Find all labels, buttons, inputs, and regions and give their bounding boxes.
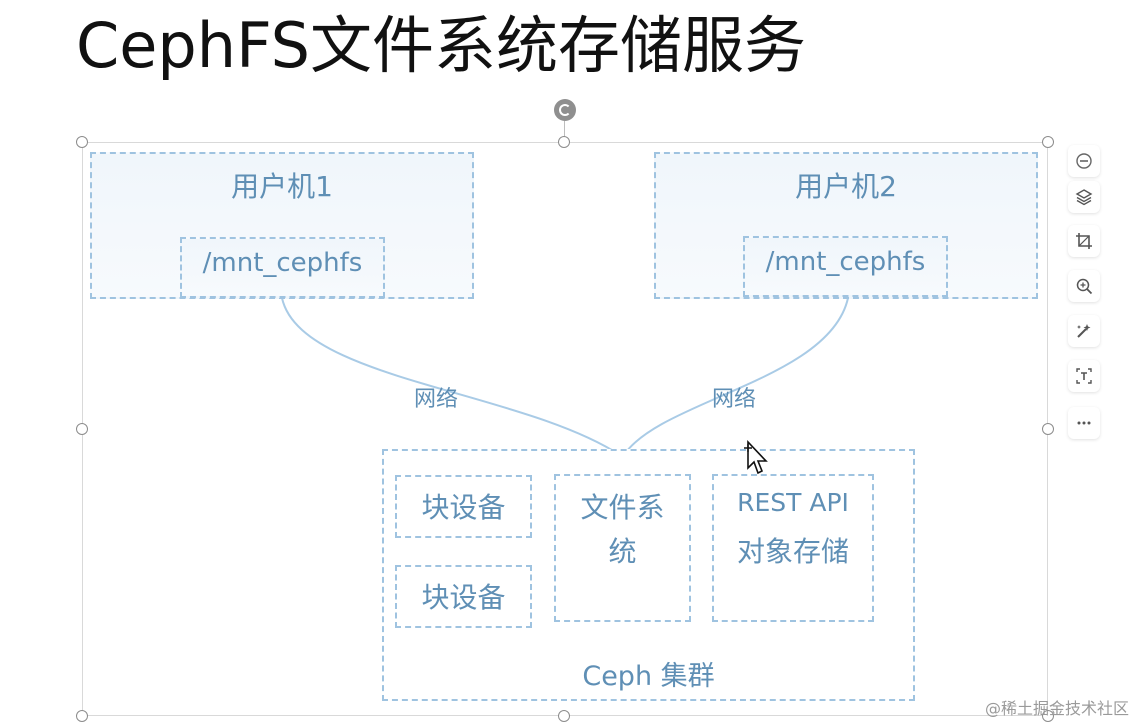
more-icon	[1077, 421, 1091, 425]
watermark: @稀土掘金技术社区	[984, 699, 1129, 718]
layers-icon	[1075, 189, 1093, 206]
toolbar-minus-button[interactable]	[1068, 145, 1100, 177]
client-2-mount-box	[743, 236, 948, 297]
resize-handle-bottom-right[interactable]	[1042, 710, 1054, 722]
resize-handle-top-right[interactable]	[1042, 136, 1054, 148]
client-1-mount-box	[180, 237, 385, 298]
minus-icon	[1076, 153, 1092, 169]
client-1-mount-label: /mnt_cephfs	[202, 248, 363, 278]
block-device-box-1	[395, 475, 532, 538]
move-cursor-icon	[744, 440, 768, 475]
client-1-title: 用户机1	[231, 170, 333, 203]
object-storage-label-line-2: 对象存储	[736, 535, 849, 568]
slide-title: CephFS文件系统存储服务	[76, 9, 807, 82]
resize-handle-top-center[interactable]	[558, 136, 570, 148]
toolbar-crop-button[interactable]	[1068, 225, 1100, 257]
rotate-handle[interactable]	[554, 99, 576, 121]
client-2-title: 用户机2	[795, 170, 897, 203]
toolbar-zoom-button[interactable]	[1068, 270, 1100, 302]
resize-handle-middle-left[interactable]	[76, 423, 88, 435]
toolbar-more-button[interactable]	[1068, 407, 1100, 439]
magic-wand-icon	[1077, 324, 1091, 338]
zoom-in-icon	[1076, 278, 1093, 295]
resize-handle-bottom-left[interactable]	[76, 710, 88, 722]
network-curve-right	[623, 297, 849, 456]
ceph-cluster-label: Ceph 集群	[582, 661, 715, 692]
text-extract-icon	[1076, 368, 1092, 384]
block-device-label-1: 块设备	[421, 491, 506, 524]
network-curve-left	[281, 297, 621, 456]
block-device-label-2: 块设备	[421, 581, 506, 614]
resize-handle-middle-right[interactable]	[1042, 423, 1054, 435]
network-label-right: 网络	[712, 387, 757, 412]
toolbar-layers-button[interactable]	[1068, 181, 1100, 213]
toolbar-text-extract-button[interactable]	[1068, 360, 1100, 392]
crop-icon	[1076, 233, 1092, 249]
filesystem-label-line-2: 统	[608, 535, 637, 568]
resize-handle-top-left[interactable]	[76, 136, 88, 148]
rotate-handle-stem	[564, 121, 565, 139]
resize-handle-bottom-center[interactable]	[558, 710, 570, 722]
client-2-mount-label: /mnt_cephfs	[765, 247, 926, 277]
network-label-left: 网络	[414, 387, 459, 412]
object-storage-box	[712, 474, 874, 622]
object-storage-label-line-1: REST API	[737, 488, 849, 517]
filesystem-label-line-1: 文件系	[580, 491, 665, 524]
toolbar-magic-button[interactable]	[1068, 315, 1100, 347]
filesystem-box	[554, 474, 691, 622]
block-device-box-2	[395, 565, 532, 628]
